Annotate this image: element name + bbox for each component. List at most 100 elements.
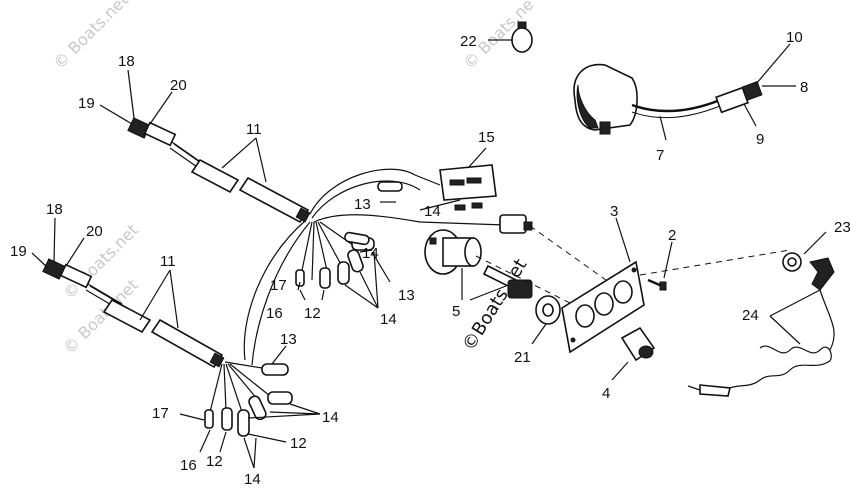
lower-sleeve-segment-a	[102, 298, 152, 334]
leader-lines	[31, 39, 827, 469]
washer	[535, 295, 561, 325]
switch-connector-tip	[523, 221, 533, 231]
upper-connector-body	[143, 121, 177, 147]
upper-terminal-14a	[337, 261, 350, 285]
leader-21	[531, 323, 547, 345]
upper-terminal-13b	[344, 231, 370, 246]
callout-13-upper: 13	[354, 196, 371, 213]
callout-22: 22	[460, 33, 477, 50]
callout-13-lower: 13	[280, 331, 297, 348]
callout-13-upper-b: 13	[398, 287, 415, 304]
lanyard-end	[687, 385, 701, 391]
knob	[620, 326, 656, 362]
hose-clamp	[511, 21, 533, 53]
hose-clamp-ring	[511, 27, 533, 53]
callout-17-upper: 17	[270, 277, 287, 294]
mounting-plate	[561, 260, 645, 354]
upper-terminal-17	[295, 269, 305, 287]
leader-17-lower	[179, 413, 205, 421]
callout-19-lower: 19	[10, 243, 27, 260]
lower-terminal-17	[204, 409, 214, 429]
upper-sleeve-band	[295, 207, 311, 223]
lower-terminal-13	[261, 363, 289, 376]
terminal-kit	[439, 164, 497, 211]
lower-connector-body	[59, 263, 93, 289]
leader-4	[611, 361, 629, 381]
hose-clamp-tab	[517, 21, 527, 29]
callout-labels: 18 20 19 11 15 13 14 14 17 16 12 13 14 5…	[10, 29, 851, 488]
callout-23: 23	[834, 219, 851, 236]
leader-20-lower	[65, 237, 85, 267]
leader-12-lower-b	[247, 433, 287, 443]
callout-15: 15	[478, 129, 495, 146]
lower-sleeve-segment-b	[150, 318, 224, 369]
leader-15	[467, 147, 487, 169]
lower-terminal-14b	[267, 391, 293, 405]
lower-fanout-wires	[209, 363, 276, 413]
upper-sleeve-segment-a	[190, 158, 240, 194]
switch-connector-dash	[529, 225, 621, 291]
callout-21: 21	[514, 349, 531, 366]
upper-fanout-wires	[299, 221, 361, 281]
screw-head	[659, 281, 667, 291]
trim-switch-shade	[576, 84, 599, 129]
upper-wire-top-a	[309, 168, 441, 215]
lanyard-nut-hole	[787, 257, 797, 267]
leader-13-upper-b	[371, 251, 391, 283]
upper-harness	[127, 117, 506, 366]
callout-11-lower: 11	[160, 253, 176, 270]
leader-14-upper-a	[419, 199, 461, 211]
leader-17-upper	[297, 281, 301, 291]
callout-14-upper-c: 14	[380, 311, 397, 328]
callout-8: 8	[800, 79, 808, 96]
leader-18-lower	[53, 217, 56, 263]
kit-terminal-c	[454, 204, 466, 211]
callout-12-lower-a: 12	[206, 453, 223, 470]
ignition-switch-dash	[475, 255, 581, 309]
leader-19-upper	[99, 104, 133, 125]
ignition-switch-face	[464, 237, 482, 267]
leader-9	[743, 103, 757, 127]
leader-16-upper	[299, 289, 306, 301]
trim-connector-plug	[741, 81, 763, 101]
lower-sleeve-band	[209, 352, 225, 368]
callout-14-upper-a: 14	[424, 203, 441, 220]
callout-5: 5	[452, 303, 460, 320]
leader-10	[755, 43, 791, 85]
kit-terminal-b	[466, 177, 482, 184]
upper-wire-down-b	[251, 221, 311, 366]
kit-terminal-d	[471, 202, 483, 209]
upper-wire-down-a	[243, 219, 307, 361]
leader-5	[461, 268, 507, 301]
callout-14-lower: 14	[322, 409, 339, 426]
callout-18-lower: 18	[46, 201, 63, 218]
upper-sleeve-segment-b	[238, 176, 310, 224]
plate-screw-hole-b	[631, 267, 637, 273]
trim-switch-cable-a	[631, 98, 721, 113]
upper-wire-top-b	[311, 180, 421, 219]
callout-7: 7	[656, 147, 664, 164]
lower-harness	[42, 258, 293, 437]
callout-12-lower-b: 12	[290, 435, 307, 452]
ignition-switch-terminal	[429, 237, 437, 245]
leader-14-upper-b	[359, 249, 373, 253]
upper-wire-switch	[313, 214, 506, 226]
plate-hole-b	[594, 292, 614, 316]
callout-3: 3	[610, 203, 618, 220]
lower-terminal-12b	[237, 409, 250, 437]
callout-16-lower: 16	[180, 457, 197, 474]
lanyard-coil	[729, 345, 832, 389]
leader-11-upper	[221, 137, 267, 183]
callout-19-upper: 19	[78, 95, 95, 112]
callout-24: 24	[742, 307, 759, 324]
plate-hole-c	[613, 280, 633, 304]
kit-terminal-a	[449, 179, 465, 186]
trim-switch-cable-b	[631, 105, 721, 119]
ignition-key-head	[507, 279, 533, 299]
lower-terminal-12a	[221, 407, 233, 431]
callout-17-lower: 17	[152, 405, 169, 422]
lanyard-clip	[809, 257, 835, 291]
washer-inner	[542, 303, 554, 317]
callout-14-upper-b: 14	[362, 245, 379, 262]
